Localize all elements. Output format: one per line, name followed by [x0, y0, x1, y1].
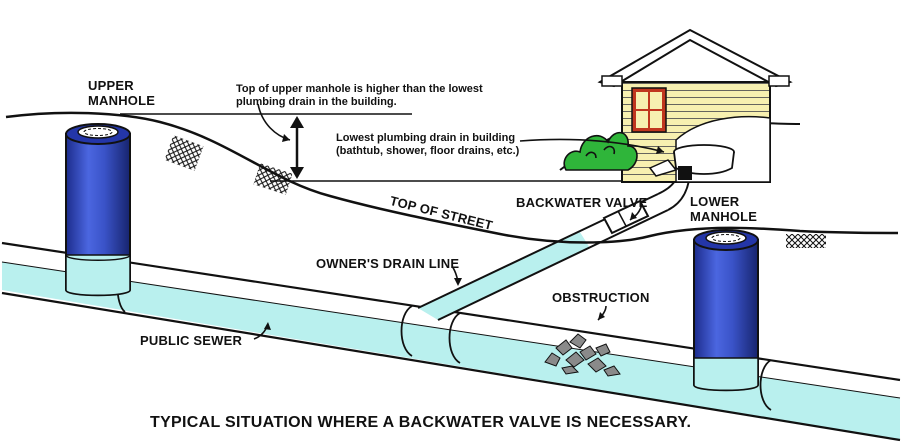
lowest-drain-line1: Lowest plumbing drain in building — [336, 132, 516, 144]
lower-manhole — [693, 229, 759, 392]
drain-trap — [678, 166, 692, 180]
lower-manhole-label-line2: MANHOLE — [690, 209, 758, 224]
top-note-label: Top of upper manhole is higher than the … — [236, 83, 496, 109]
soil-hatch — [786, 234, 826, 248]
upper-manhole-label: UPPER MANHOLE — [88, 78, 155, 108]
top-note-line2: plumbing drain in the building. — [236, 96, 397, 108]
lower-manhole-label: LOWER MANHOLE — [690, 194, 757, 224]
manhole-water — [693, 357, 759, 391]
public-sewer-pipe — [1, 241, 901, 442]
upper-manhole-label-line2: MANHOLE — [88, 93, 156, 108]
public-sewer-label: PUBLIC SEWER — [140, 333, 243, 348]
upper-manhole-label-line1: UPPER — [88, 78, 134, 93]
lowest-drain-line2: (bathtub, shower, floor drains, etc.) — [336, 145, 520, 157]
lower-manhole-label-line1: LOWER — [690, 194, 740, 209]
ground-profile — [5, 111, 899, 248]
backwater-valve-label: BACKWATER VALVE — [516, 195, 648, 210]
diagram-caption: TYPICAL SITUATION WHERE A BACKWATER VALV… — [150, 414, 692, 431]
soil-hatch — [164, 135, 204, 171]
manhole-water — [65, 254, 131, 296]
drain-pointer — [519, 138, 665, 153]
lowest-drain-label: Lowest plumbing drain in building (batht… — [336, 132, 536, 158]
manhole-cover — [77, 125, 119, 139]
manhole-cover — [705, 231, 747, 245]
obstruction-rocks — [544, 333, 621, 377]
obstruction-label: OBSTRUCTION — [552, 290, 650, 305]
upper-manhole — [65, 123, 131, 297]
owners-drain-line-label: OWNER'S DRAIN LINE — [316, 256, 460, 271]
top-note-line1: Top of upper manhole is higher than the … — [236, 83, 483, 95]
soil-hatch — [253, 163, 293, 195]
shrub — [563, 131, 638, 171]
window — [631, 87, 667, 133]
roof — [597, 28, 793, 88]
backwater-valve — [602, 199, 650, 235]
arrowheads — [264, 134, 664, 330]
house — [597, 28, 793, 183]
